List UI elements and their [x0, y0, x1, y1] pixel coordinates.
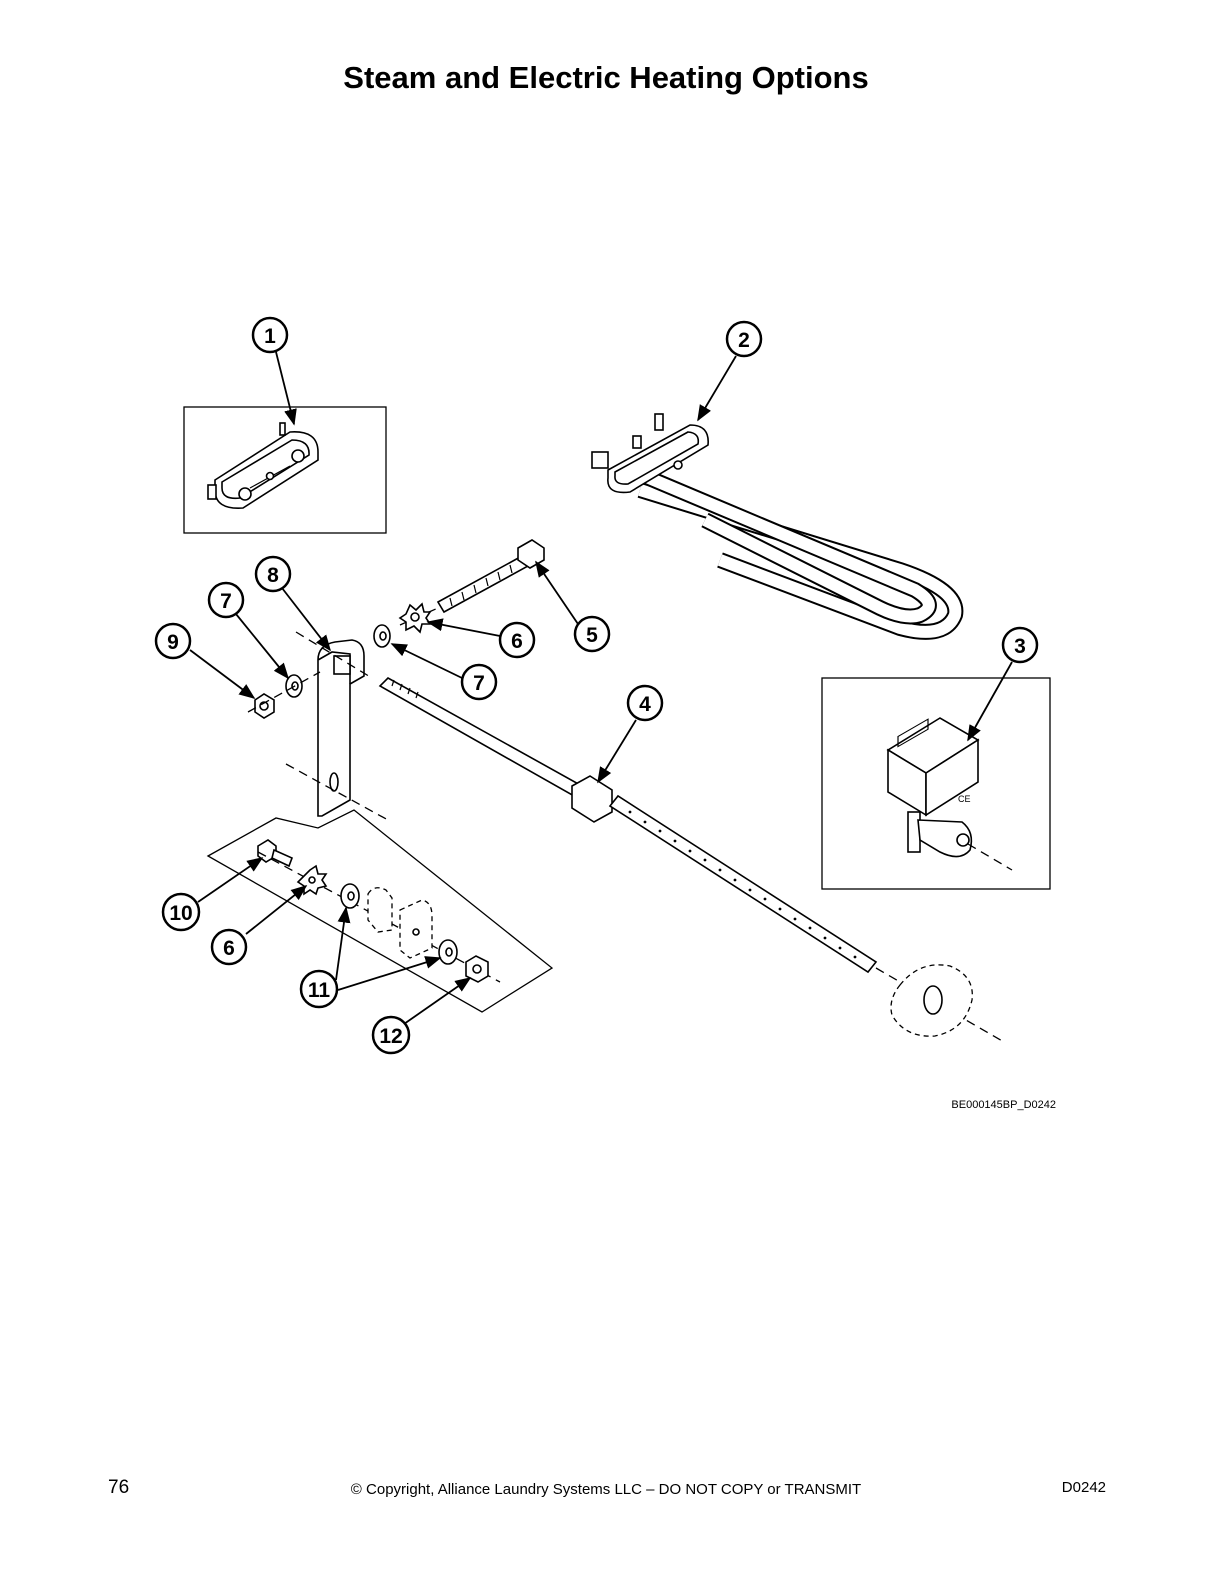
- hex-nut-left: [247, 671, 321, 719]
- callout-12: 12: [371, 1015, 411, 1055]
- callout-8-label: 8: [267, 564, 279, 587]
- callout-6-bottom: 6: [210, 928, 248, 966]
- flat-washer-bottom-2: [438, 939, 458, 965]
- callout-6-top: 6: [498, 621, 536, 659]
- callout-2-label: 2: [738, 329, 750, 352]
- short-bolt: [257, 839, 294, 868]
- callout-4-label: 4: [639, 693, 651, 716]
- callout-7-left: 7: [207, 581, 245, 619]
- hex-nut-bottom: [465, 955, 489, 983]
- document-code: D0242: [1061, 1479, 1106, 1496]
- flat-washer-top: [373, 624, 391, 648]
- star-washer-top: [398, 602, 432, 634]
- callout-1: 1: [251, 316, 289, 354]
- callout-6-top-label: 6: [511, 630, 523, 653]
- bracket-drawing: [285, 631, 389, 821]
- callout-9: 9: [154, 622, 192, 660]
- callout-11: 11: [299, 969, 339, 1009]
- callout-1-label: 1: [264, 325, 276, 348]
- callout-11-label: 11: [308, 979, 331, 1002]
- steam-valve-drawing: CE: [886, 717, 980, 858]
- mounting-hardware-panel: [206, 809, 554, 1013]
- callout-5: 5: [573, 615, 611, 653]
- leader-lines: [189, 351, 1013, 1025]
- flat-washer-bottom-1: [340, 883, 360, 909]
- callout-5-label: 5: [586, 624, 598, 647]
- callout-8: 8: [254, 555, 292, 593]
- callout-4: 4: [626, 684, 664, 722]
- inset-box-gasket: [183, 406, 387, 534]
- callout-6-bottom-label: 6: [223, 937, 235, 960]
- heater-gasket-drawing: [207, 422, 319, 509]
- callout-3-label: 3: [1014, 635, 1026, 658]
- svg-text:CE: CE: [958, 794, 971, 804]
- callout-7-right-label: 7: [473, 672, 485, 695]
- callout-12-label: 12: [379, 1025, 402, 1048]
- callout-10-label: 10: [169, 902, 192, 925]
- page-number: 76: [108, 1477, 130, 1498]
- inset-box-steam-valve: CE: [821, 677, 1051, 890]
- copyright-notice: © Copyright, Alliance Laundry Systems LL…: [350, 1481, 862, 1498]
- drawing-id: BE000145BP_D0242: [951, 1099, 1056, 1111]
- callout-3: 3: [1001, 626, 1039, 664]
- heating-element-drawing: [591, 413, 964, 640]
- callout-7-left-label: 7: [220, 590, 232, 613]
- callout-10: 10: [161, 892, 201, 932]
- steam-pipe-drawing: [378, 677, 1005, 1043]
- page-title: Steam and Electric Heating Options: [343, 60, 869, 95]
- callout-9-label: 9: [167, 631, 179, 654]
- callout-2: 2: [725, 320, 763, 358]
- callout-7-right: 7: [460, 663, 498, 701]
